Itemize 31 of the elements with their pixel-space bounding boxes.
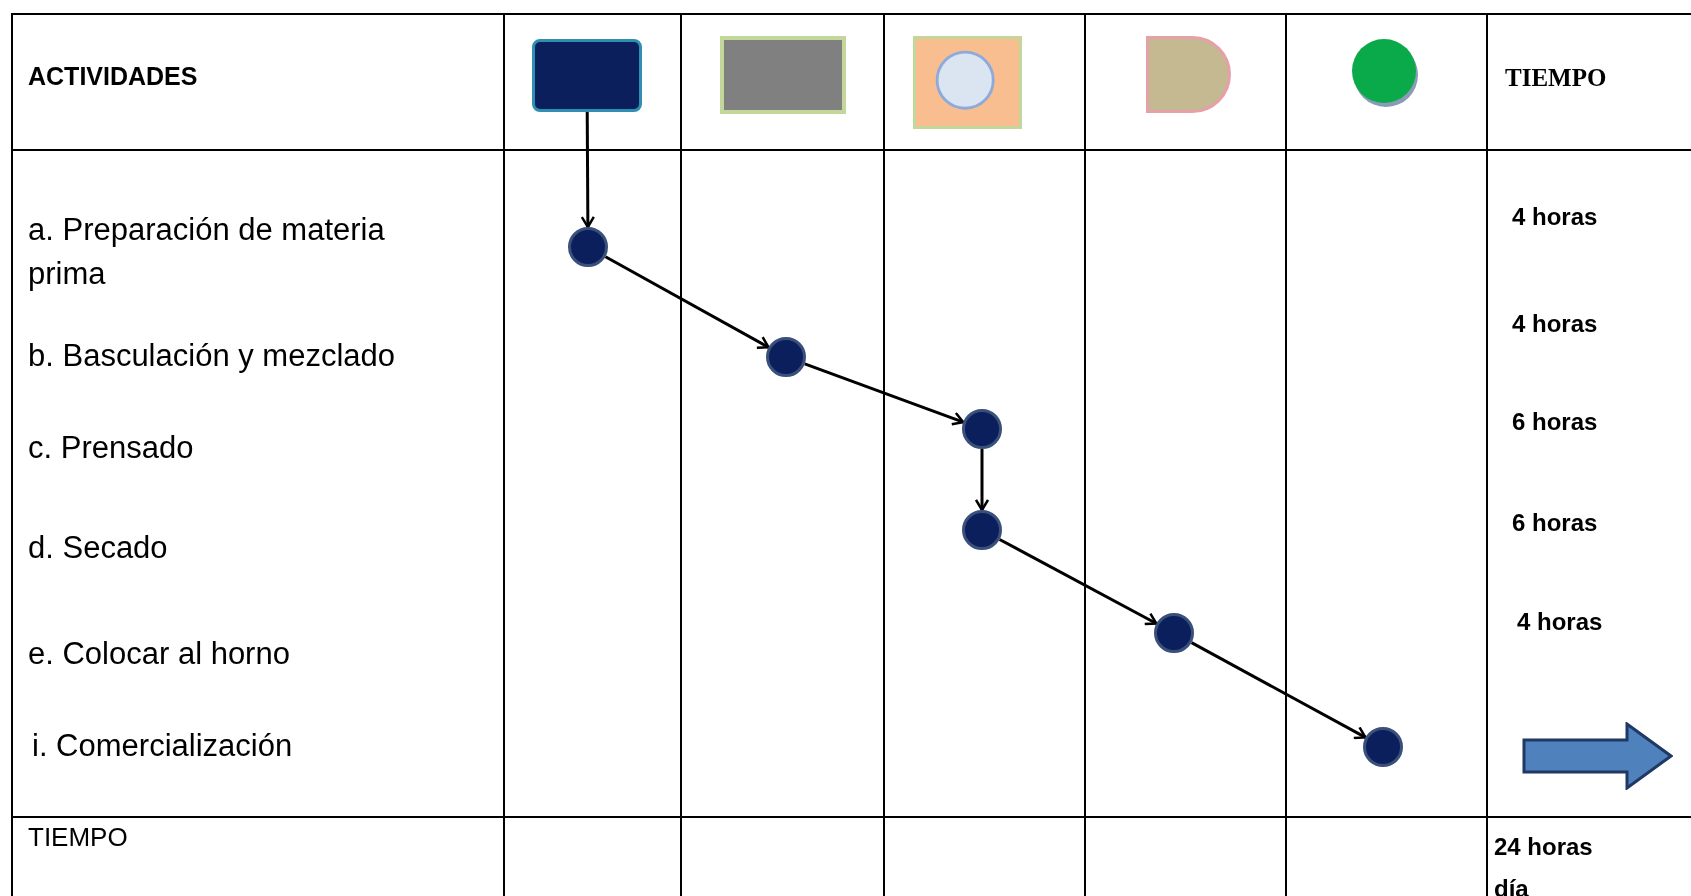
step-dot <box>962 409 1002 449</box>
column-header: ACTIVIDADES <box>28 62 198 91</box>
operation-symbol <box>532 39 642 112</box>
time-value: 6 horas <box>1512 408 1598 436</box>
arrow <box>974 449 990 512</box>
time-value: 4 horas <box>1512 310 1598 338</box>
block-arrow <box>1522 722 1673 790</box>
activity-text: a. Preparación de materia prima <box>28 211 386 293</box>
time-value: 6 horas <box>1512 509 1598 537</box>
activity-text: i. Comercialización <box>32 728 293 764</box>
column-header: TIEMPO <box>1505 64 1607 92</box>
activity-text: c. Prensado <box>28 430 194 466</box>
activity-text: b. Basculación y mezclado <box>28 338 396 374</box>
time-value: 4 horas <box>1517 608 1603 636</box>
transport-symbol <box>720 36 846 114</box>
step-dot <box>1154 613 1194 653</box>
step-dot <box>962 510 1002 550</box>
time-value: 4 horas <box>1512 203 1598 231</box>
step-dot <box>1363 727 1403 767</box>
step-dot <box>766 337 806 377</box>
row-header: TIEMPO <box>28 822 128 853</box>
arrow <box>804 362 965 426</box>
arrow <box>1190 641 1367 740</box>
arrow <box>580 112 596 229</box>
inspection-symbol <box>913 36 1022 129</box>
activity-text: e. Colocar al horno <box>28 636 290 672</box>
arrow <box>998 538 1158 626</box>
activity-text: d. Secado <box>28 530 168 566</box>
arrow <box>604 255 770 349</box>
delay-symbol <box>1146 36 1231 113</box>
step-dot <box>568 227 608 267</box>
